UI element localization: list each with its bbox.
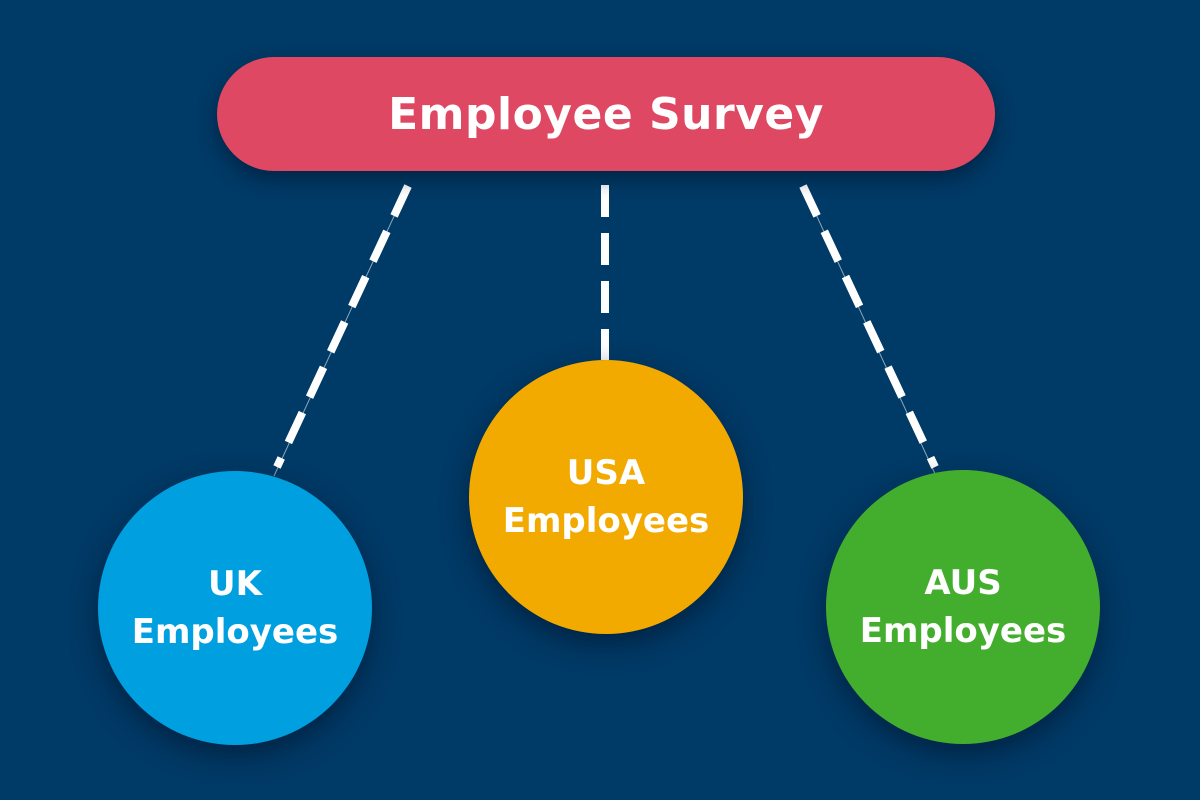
node-usa-label-country: USA bbox=[566, 453, 646, 493]
node-aus-label-country: AUS bbox=[924, 563, 1002, 603]
node-usa-label-group: Employees bbox=[502, 501, 710, 541]
node-uk-label-country: UK bbox=[208, 564, 262, 604]
node-usa-employees: USA Employees bbox=[469, 360, 743, 634]
node-aus-label-group: Employees bbox=[859, 611, 1067, 651]
node-aus-employees: AUS Employees bbox=[826, 470, 1100, 744]
connector-uk bbox=[273, 184, 412, 469]
node-uk-label-group: Employees bbox=[131, 612, 339, 652]
node-uk-employees: UK Employees bbox=[98, 471, 372, 745]
connector-aus bbox=[799, 184, 939, 469]
survey-title: Employee Survey bbox=[388, 88, 824, 140]
survey-title-pill: Employee Survey bbox=[217, 57, 995, 171]
